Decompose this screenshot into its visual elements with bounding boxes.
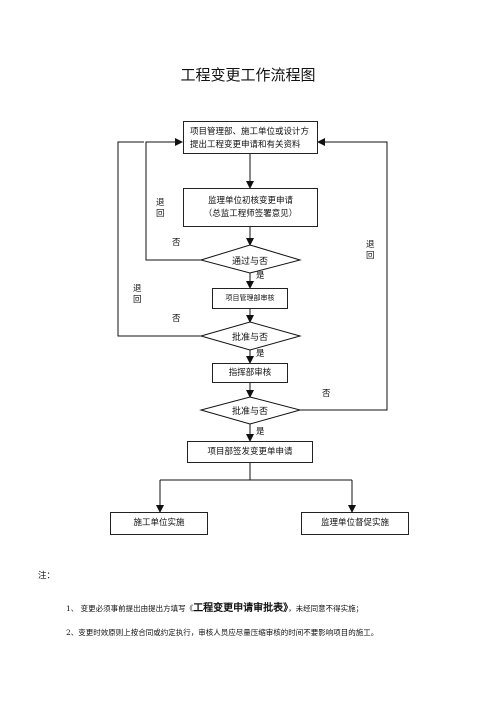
supervision-box: 监理单位督促实施: [301, 512, 409, 535]
yes-label-1: 是: [256, 271, 265, 281]
return-label-3-char1: 退: [366, 240, 375, 250]
decision1-label: 通过与否: [231, 257, 268, 267]
return-loop-2: [117, 141, 201, 337]
yes-label-2: 是: [256, 349, 265, 359]
note-1-prefix: 1、 变更必须事前提出由提出方填写《: [66, 604, 194, 613]
return-label-1: 退 回: [156, 198, 165, 220]
return-loop-3: [300, 138, 388, 411]
return-label-3: 退 回: [366, 240, 375, 262]
start-line2: 提出工程变更申请和有关资料: [190, 140, 301, 150]
issue-order-label: 项目部签发变更单申请: [207, 446, 293, 457]
yes-label-3: 是: [256, 427, 265, 437]
no-label-3: 否: [322, 389, 331, 399]
decision3-diamond: [199, 396, 302, 425]
pm-review-label: 项目管理部审核: [225, 294, 275, 302]
decision2-diamond: [199, 321, 302, 351]
construction-label: 施工单位实施: [133, 518, 185, 528]
issue-order-box: 项目部签发变更单申请: [187, 441, 313, 463]
supervision-label: 监理单位督促实施: [320, 518, 389, 528]
construction-box: 施工单位实施: [110, 512, 208, 535]
hq-review-label: 指挥部审核: [228, 367, 272, 378]
no-label-1: 否: [172, 238, 181, 248]
page-title: 工程变更工作流程图: [180, 66, 316, 84]
pm-review-box: 项目管理部审核: [212, 288, 288, 309]
return-label-2-char2: 回: [133, 295, 142, 305]
supervisor-review-line1: 监理单位初核变更申请: [207, 195, 293, 206]
return-label-2: 退 回: [133, 284, 142, 306]
supervisor-review-line2: （总监工程师签署意见）: [203, 208, 298, 219]
decision3-label: 批准与否: [231, 407, 268, 417]
start-box: 项目管理部、施工单位或设计方 提出工程变更申请和有关资料: [183, 121, 318, 154]
supervisor-review-box: 监理单位初核变更申请 （总监工程师签署意见）: [183, 188, 318, 227]
decision1-diamond: [199, 244, 302, 274]
note-1-suffix: ，未经同意不得实施；: [288, 604, 364, 613]
return-label-1-char1: 退: [156, 198, 165, 208]
note-1: 1、 变更必须事前提出由提出方填写《工程变更申请审批表》，未经同意不得实施；: [66, 599, 363, 614]
return-loop-1: [145, 138, 201, 261]
hq-review-box: 指挥部审核: [212, 363, 288, 383]
note-1-form-name: 工程变更申请审批表》: [193, 603, 289, 614]
note-2: 2、变更时效原则上按合同或约定执行，审核人员应尽量压缩审核的时间不要影响项目的施…: [66, 628, 379, 637]
notes-heading: 注：: [38, 571, 56, 581]
start-line1: 项目管理部、施工单位或设计方: [190, 127, 310, 137]
no-label-2: 否: [172, 314, 181, 324]
return-label-2-char1: 退: [133, 284, 142, 294]
return-label-3-char2: 回: [366, 251, 375, 261]
decision2-label: 批准与否: [231, 333, 268, 343]
return-label-1-char2: 回: [156, 209, 165, 219]
